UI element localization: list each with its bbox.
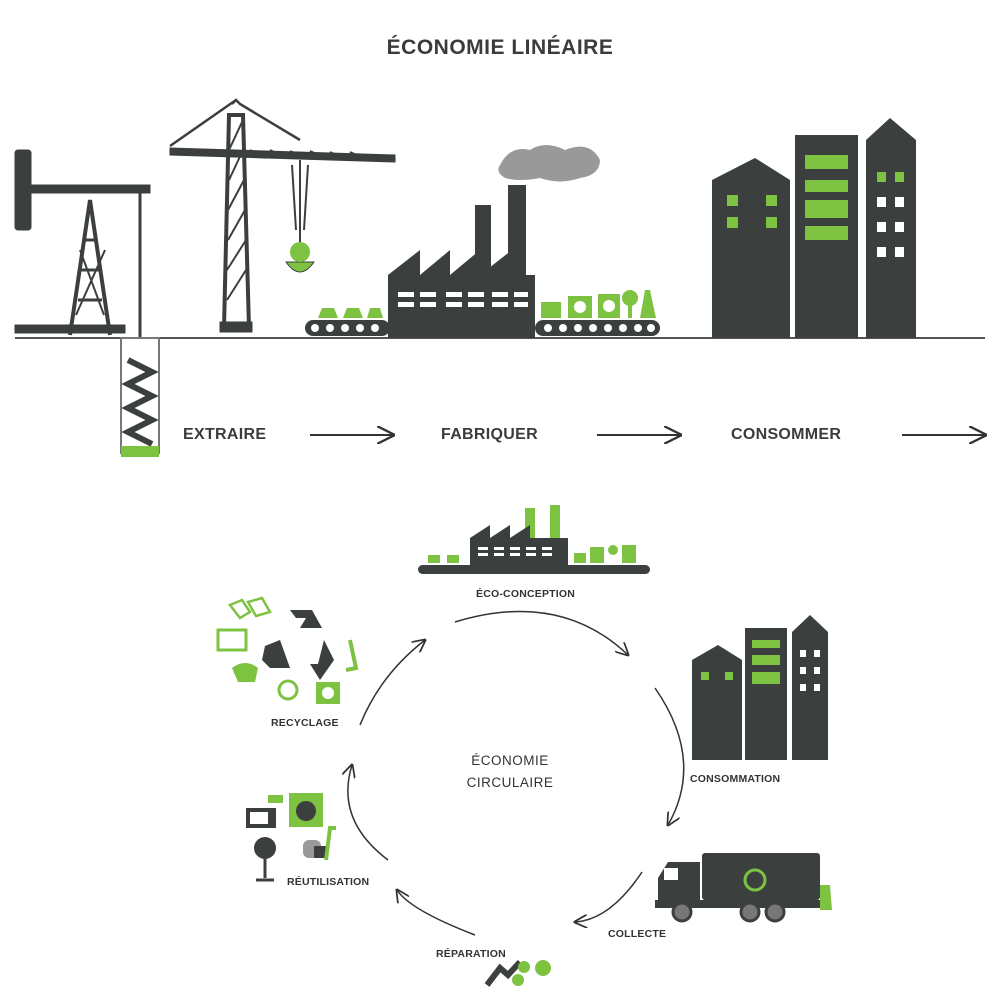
circular-center-label: ÉCONOMIE CIRCULAIRE: [440, 750, 580, 794]
stage-recyclage: RECYCLAGE: [271, 717, 339, 729]
step-fabriquer: FABRIQUER: [441, 426, 538, 443]
arrow-to-reutilisation: [397, 890, 476, 936]
factory-icon: [388, 145, 600, 338]
arrow-to-eco-conception: [359, 640, 425, 726]
arrow-to-reparation: [575, 871, 643, 922]
page-title: ÉCONOMIE LINÉAIRE: [386, 36, 614, 59]
recycling-icon: [216, 596, 359, 704]
arrow-to-consommation: [454, 610, 628, 655]
consumption-buildings-icon: [692, 615, 828, 760]
step-extraire: EXTRAIRE: [183, 426, 267, 443]
garbage-truck-icon: [655, 853, 832, 923]
center-line-2: CIRCULAIRE: [466, 775, 554, 790]
stage-reparation: RÉPARATION: [436, 948, 506, 960]
eco-factory-icon: [418, 505, 650, 574]
repair-tools-icon: [484, 959, 551, 987]
conveyor-belt-icon: [305, 290, 660, 336]
stage-reutilisation: RÉUTILISATION: [287, 876, 370, 888]
reuse-appliances-icon: [246, 793, 336, 882]
oil-pump-icon: [14, 149, 160, 457]
crane-icon: [169, 98, 396, 333]
center-line-1: ÉCONOMIE: [471, 753, 549, 768]
stage-collecte: COLLECTE: [608, 928, 667, 940]
step-consommer: CONSOMMER: [731, 426, 842, 443]
stage-eco-conception: ÉCO-CONCEPTION: [476, 588, 576, 600]
cycle-arrows: [348, 610, 685, 936]
stage-consommation: CONSOMMATION: [690, 773, 781, 785]
arrow-to-recyclage: [348, 765, 389, 861]
buildings-icon: [712, 118, 916, 338]
arrow-to-collecte: [654, 687, 685, 825]
